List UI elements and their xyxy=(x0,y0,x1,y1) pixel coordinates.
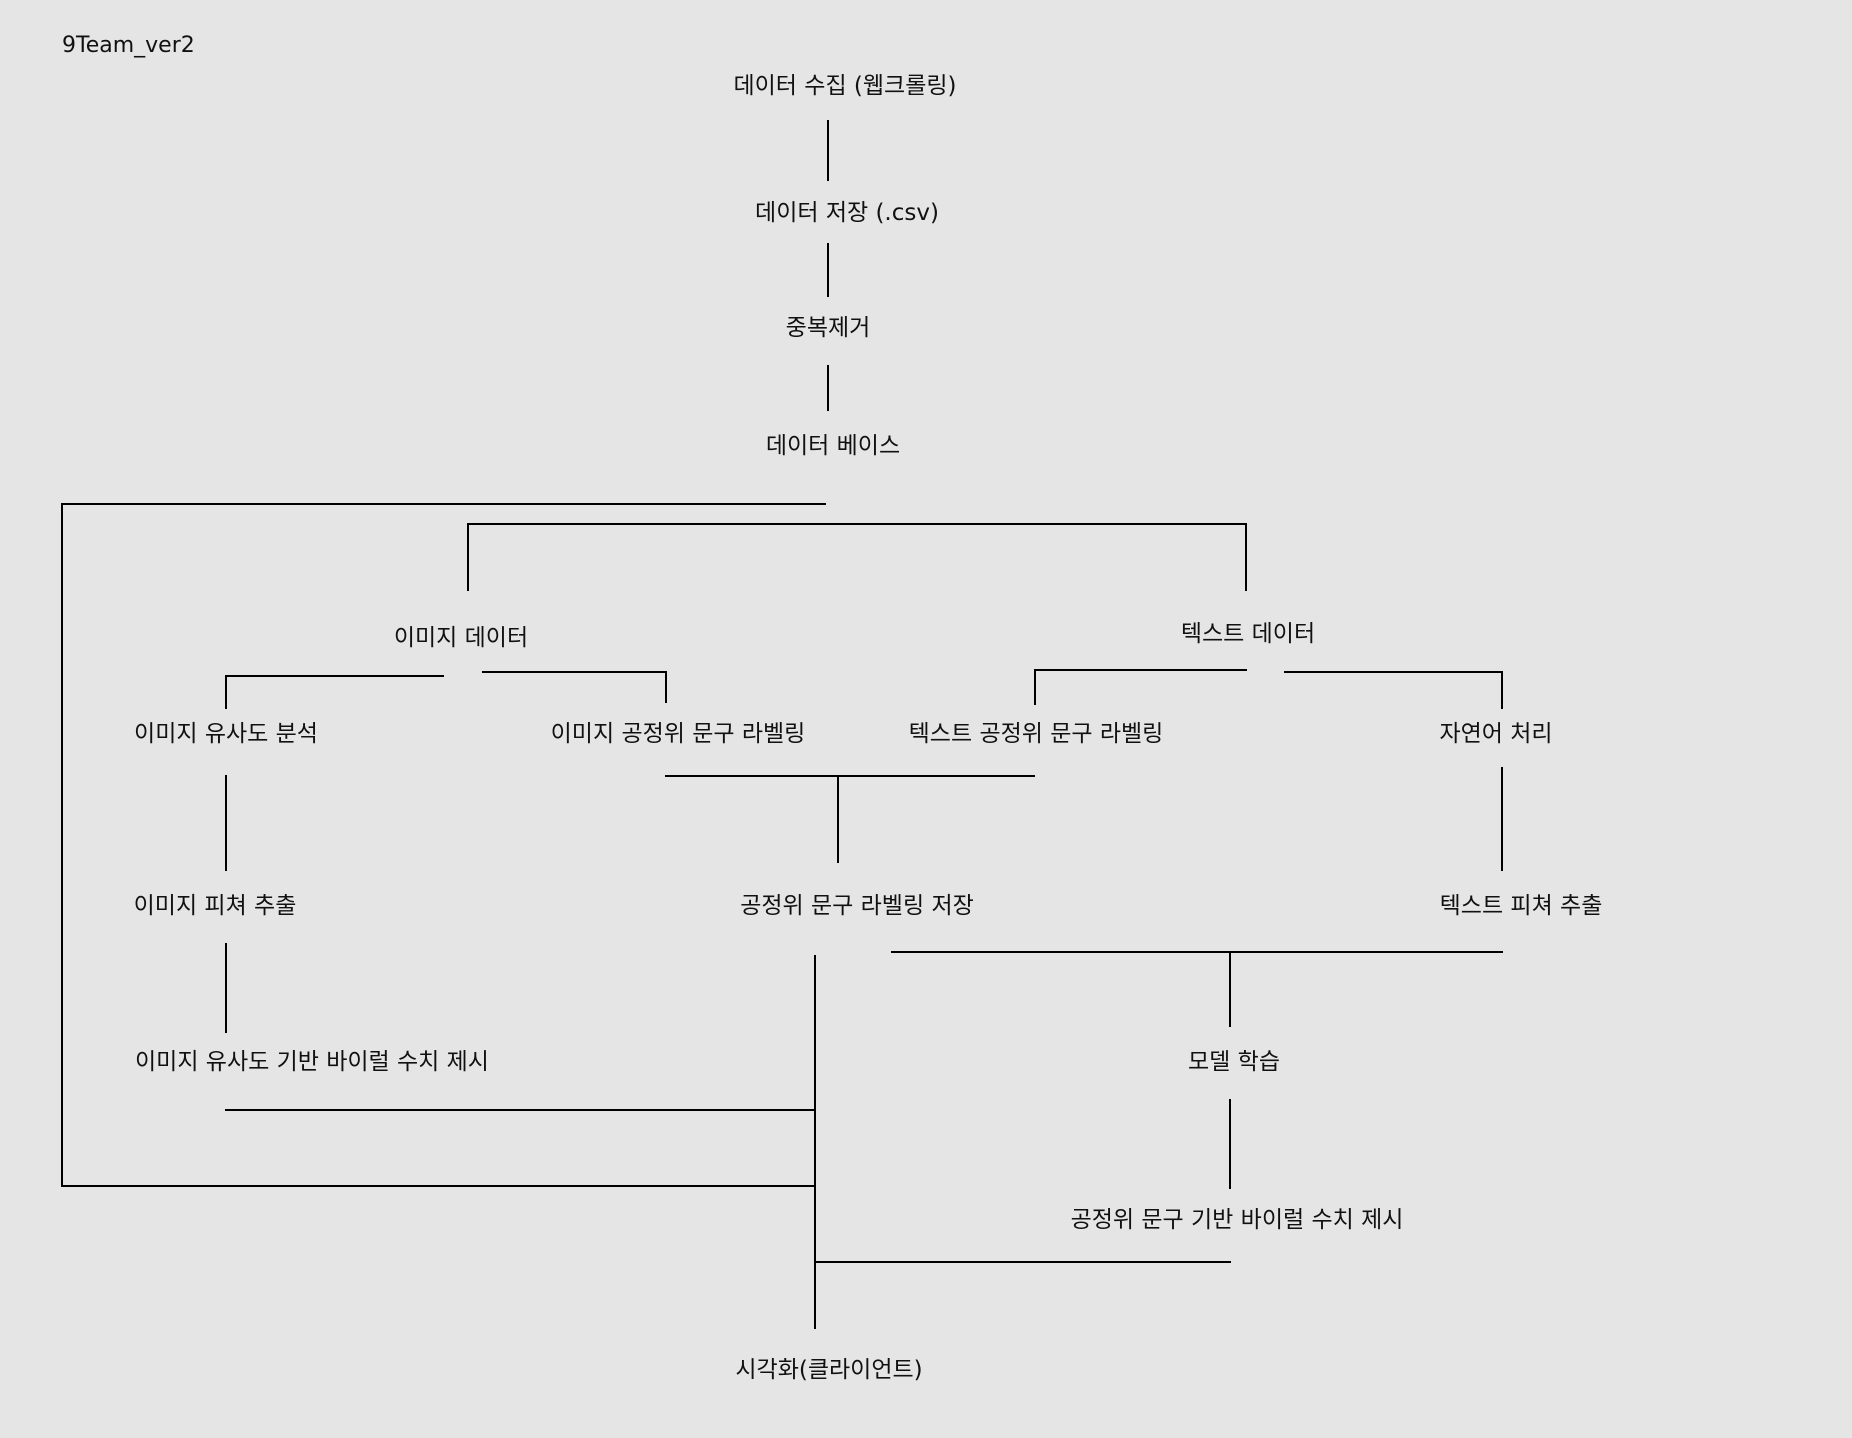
node-image-feature-extraction: 이미지 피쳐 추출 xyxy=(133,893,297,919)
node-image-similarity-viral-score: 이미지 유사도 기반 바이럴 수치 제시 xyxy=(135,1049,489,1075)
node-text-fair-phrase-labeling: 텍스트 공정위 문구 라벨링 xyxy=(908,721,1164,747)
node-data-storage: 데이터 저장 (.csv) xyxy=(755,200,939,226)
node-model-training: 모델 학습 xyxy=(1188,1049,1280,1075)
connector-image-to-labeling xyxy=(482,671,667,703)
connector-database-outer-loop xyxy=(61,503,826,1187)
node-nlp: 자연어 처리 xyxy=(1439,721,1553,747)
node-text-data: 텍스트 데이터 xyxy=(1180,621,1316,647)
connector-text-to-nlp xyxy=(1284,671,1503,709)
node-text-feature-extraction: 텍스트 피쳐 추출 xyxy=(1439,893,1603,919)
node-data-collection: 데이터 수집 (웹크롤링) xyxy=(733,73,957,99)
node-image-fair-phrase-labeling: 이미지 공정위 문구 라벨링 xyxy=(550,721,806,747)
page-title: 9Team_ver2 xyxy=(62,33,195,58)
node-database: 데이터 베이스 xyxy=(765,433,901,459)
node-fair-phrase-viral-score: 공정위 문구 기반 바이럴 수치 제시 xyxy=(1070,1207,1404,1233)
node-dedup: 중복제거 xyxy=(785,315,871,341)
connector-image-to-similarity xyxy=(225,675,444,709)
connector-text-to-labeling xyxy=(1034,669,1247,705)
connector-database-branch xyxy=(467,523,1247,591)
node-image-similarity-analysis: 이미지 유사도 분석 xyxy=(134,721,318,747)
node-image-data: 이미지 데이터 xyxy=(393,625,529,651)
node-visualization-client: 시각화(클라이언트) xyxy=(735,1357,923,1383)
node-fair-phrase-label-storage: 공정위 문구 라벨링 저장 xyxy=(740,893,974,919)
